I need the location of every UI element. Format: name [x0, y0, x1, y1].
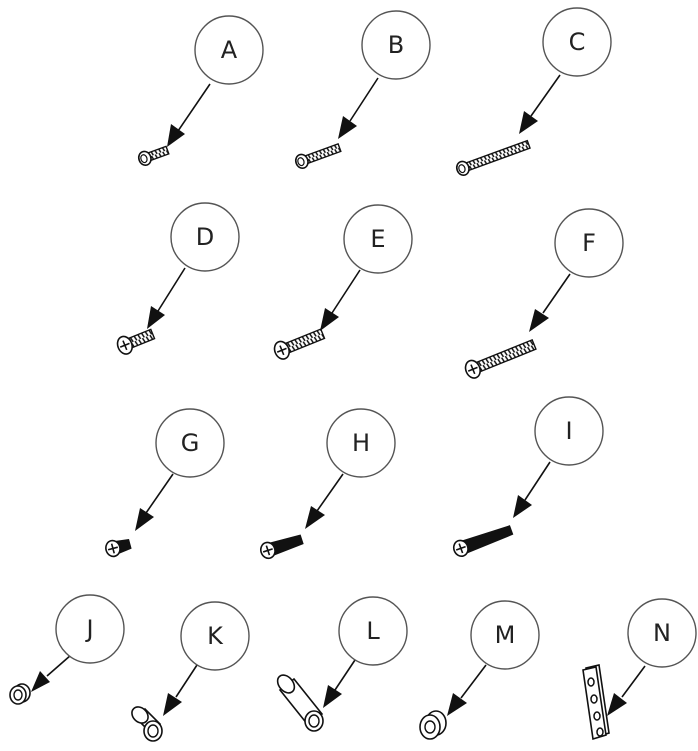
part-a-group: A [137, 15, 264, 167]
part-n-label: N [653, 619, 671, 647]
part-l-arrowhead [323, 685, 342, 708]
part-h-callout [326, 408, 396, 478]
part-i-leader [524, 461, 551, 501]
part-a-callout [194, 15, 264, 85]
part-f-callout [554, 208, 624, 278]
part-n-group: N [582, 598, 697, 741]
part-g-label: G [181, 429, 200, 457]
part-f-leader [542, 273, 571, 314]
part-n-plate [582, 664, 610, 741]
part-j-group: J [9, 594, 125, 705]
part-l-tube [276, 674, 324, 732]
part-e-group: E [273, 204, 413, 360]
part-g-group: G [105, 408, 225, 558]
part-i-label: I [565, 417, 572, 445]
part-d-callout [170, 202, 240, 272]
part-a-leader [177, 83, 211, 132]
part-f-screw [464, 338, 537, 379]
part-m-leader [460, 664, 487, 699]
part-g-arrowhead [135, 508, 154, 531]
part-d-arrowhead [147, 306, 165, 329]
part-h-label: H [352, 429, 370, 457]
part-j-callout [55, 594, 125, 664]
part-m-label: M [495, 621, 516, 649]
part-k-callout [180, 601, 250, 671]
part-h-group: H [260, 408, 396, 560]
part-e-arrowhead [320, 308, 339, 331]
part-m-callout [470, 600, 540, 670]
part-d-screw [116, 328, 156, 355]
part-n-leader [621, 665, 646, 698]
part-n-arrowhead [607, 693, 627, 716]
part-f-arrowhead [529, 309, 549, 332]
part-e-callout [343, 204, 413, 274]
part-b-group: B [294, 10, 431, 170]
part-j-leader [46, 654, 72, 677]
part-m-arrowhead [447, 693, 467, 716]
part-e-screw [273, 328, 326, 360]
part-k-label: K [207, 622, 224, 650]
part-l-callout [338, 596, 408, 666]
part-l-label: L [366, 617, 380, 645]
part-g-callout [155, 408, 225, 478]
part-c-group: C [455, 7, 612, 177]
part-i-screw [452, 525, 514, 558]
part-g-screw [105, 538, 132, 558]
part-j-ring [9, 683, 31, 705]
part-e-label: E [370, 225, 385, 253]
part-b-arrowhead [338, 116, 357, 139]
part-f-group: F [464, 208, 624, 379]
part-i-arrowhead [513, 495, 532, 518]
part-j-arrowhead [31, 671, 50, 692]
part-g-leader [145, 473, 174, 514]
part-m-washer [419, 710, 447, 740]
part-l-leader [334, 659, 356, 691]
part-e-leader [331, 269, 361, 314]
part-d-label: D [196, 223, 214, 251]
part-c-callout [542, 7, 612, 77]
part-i-group: I [452, 396, 604, 558]
part-b-callout [361, 10, 431, 80]
part-h-screw [260, 534, 304, 560]
part-k-group: K [131, 601, 250, 742]
part-a-arrowhead [167, 124, 185, 147]
part-f-label: F [582, 229, 596, 257]
part-b-screw [294, 142, 342, 170]
part-m-group: M [419, 600, 540, 740]
part-a-screw [137, 145, 170, 167]
part-l-group: L [276, 596, 408, 732]
part-k-arrowhead [163, 693, 182, 716]
part-j-label: J [84, 615, 93, 643]
part-b-leader [349, 77, 379, 122]
part-n-callout [627, 598, 697, 668]
part-k-tube [131, 706, 163, 742]
part-h-leader [316, 473, 344, 512]
part-b-label: B [388, 31, 404, 59]
part-c-arrowhead [519, 111, 538, 134]
part-c-screw [455, 139, 531, 177]
part-c-label: C [569, 28, 586, 56]
part-c-leader [530, 74, 561, 117]
part-d-leader [157, 267, 186, 312]
part-i-callout [534, 396, 604, 466]
part-h-arrowhead [305, 506, 325, 529]
part-d-group: D [116, 202, 240, 355]
part-k-leader [175, 664, 198, 698]
part-a-label: A [221, 36, 238, 64]
